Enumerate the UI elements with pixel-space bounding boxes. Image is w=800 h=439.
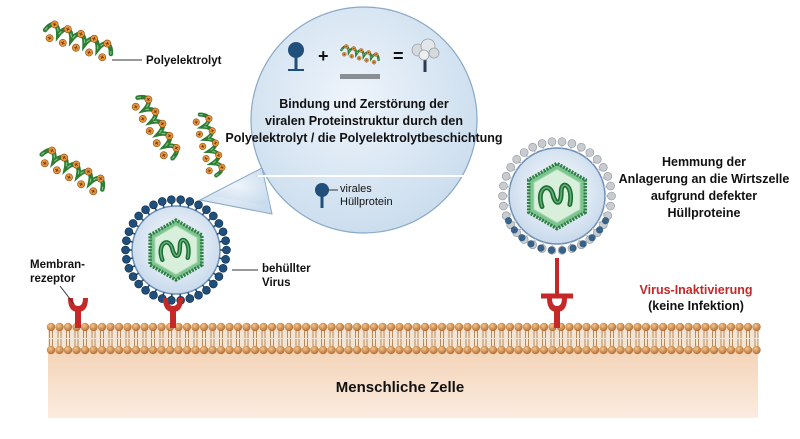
human-cell-label: Menschliche Zelle	[336, 379, 464, 396]
polyelectrolyte-label: Polyelektrolyt	[146, 55, 222, 67]
membrane-receptors	[68, 298, 567, 328]
polyelectrolyte-strands	[39, 20, 380, 196]
viral-protein-legend	[315, 183, 338, 208]
receptor-leader	[59, 285, 75, 305]
equals-sign: =	[393, 46, 404, 66]
inactivated-virus-right	[498, 137, 616, 255]
plus-sign: +	[318, 46, 329, 66]
membrane-receptor-label: Membran-rezeptor	[30, 259, 85, 285]
destroyed-protein-icon	[411, 38, 440, 72]
inhibition-symbol	[541, 258, 573, 299]
enveloped-virus-left	[121, 195, 231, 305]
cell-membrane	[46, 322, 761, 355]
inactivation-label: Virus-Inaktivierung	[640, 283, 753, 297]
no-infection-label: (keine Infektion)	[648, 299, 744, 313]
polyelectrolyte-coating-icon	[340, 74, 380, 79]
binding-equation: + =	[288, 38, 440, 79]
human-cell-body	[48, 348, 758, 418]
viral-protein-icon	[288, 42, 304, 71]
zoom-bubble	[198, 6, 478, 234]
